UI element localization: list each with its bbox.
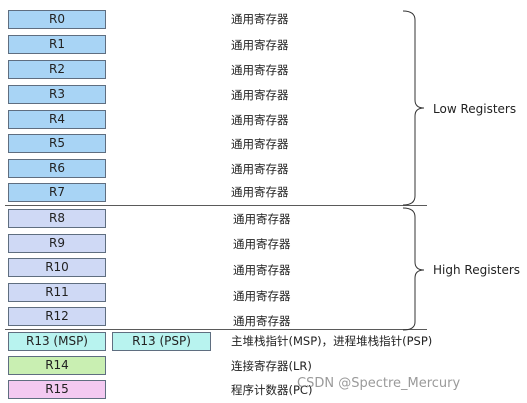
register-r3-desc: 通用寄存器 — [231, 88, 289, 102]
register-r13-psp: R13 (PSP) — [112, 332, 211, 351]
register-r6: R6 — [8, 159, 106, 178]
register-r3: R3 — [8, 85, 106, 104]
register-r8: R8 — [8, 209, 106, 228]
register-r15-desc: 程序计数器(PC) — [231, 383, 313, 397]
low-registers-brace — [402, 10, 425, 206]
register-r2: R2 — [8, 60, 106, 79]
register-r12: R12 — [8, 307, 106, 326]
register-r14: R14 — [8, 356, 106, 375]
register-r5: R5 — [8, 134, 106, 153]
register-r9-desc: 通用寄存器 — [233, 237, 291, 251]
brace-group — [402, 10, 425, 331]
register-r10-desc: 通用寄存器 — [233, 263, 291, 277]
register-r4: R4 — [8, 110, 106, 129]
register-r10: R10 — [8, 258, 106, 277]
low-high-separator — [5, 205, 427, 206]
register-r9: R9 — [8, 234, 106, 253]
high-special-separator — [5, 329, 427, 330]
register-r12-desc: 通用寄存器 — [233, 314, 291, 328]
register-r7: R7 — [8, 183, 106, 202]
register-r2-desc: 通用寄存器 — [231, 63, 289, 77]
register-r4-desc: 通用寄存器 — [231, 113, 289, 127]
register-r1: R1 — [8, 35, 106, 54]
register-r13-msp: R13 (MSP) — [8, 332, 106, 351]
register-r11: R11 — [8, 283, 106, 302]
high-registers-label: High Registers — [433, 263, 521, 277]
register-r0: R0 — [8, 10, 106, 29]
high-registers-brace — [402, 207, 425, 331]
register-r15: R15 — [8, 380, 106, 399]
low-registers-label: Low Registers — [433, 102, 517, 116]
watermark: CSDN @Spectre_Mercury — [297, 376, 461, 391]
register-r5-desc: 通用寄存器 — [231, 137, 289, 151]
register-r7-desc: 通用寄存器 — [231, 185, 289, 199]
register-r11-desc: 通用寄存器 — [233, 289, 291, 303]
register-r6-desc: 通用寄存器 — [231, 162, 289, 176]
register-r8-desc: 通用寄存器 — [233, 212, 291, 226]
register-r14-desc: 连接寄存器(LR) — [231, 359, 312, 373]
register-r1-desc: 通用寄存器 — [231, 38, 289, 52]
register-r0-desc: 通用寄存器 — [231, 12, 289, 26]
register-r13-desc: 主堆栈指针(MSP)，进程堆栈指针(PSP) — [231, 334, 433, 348]
